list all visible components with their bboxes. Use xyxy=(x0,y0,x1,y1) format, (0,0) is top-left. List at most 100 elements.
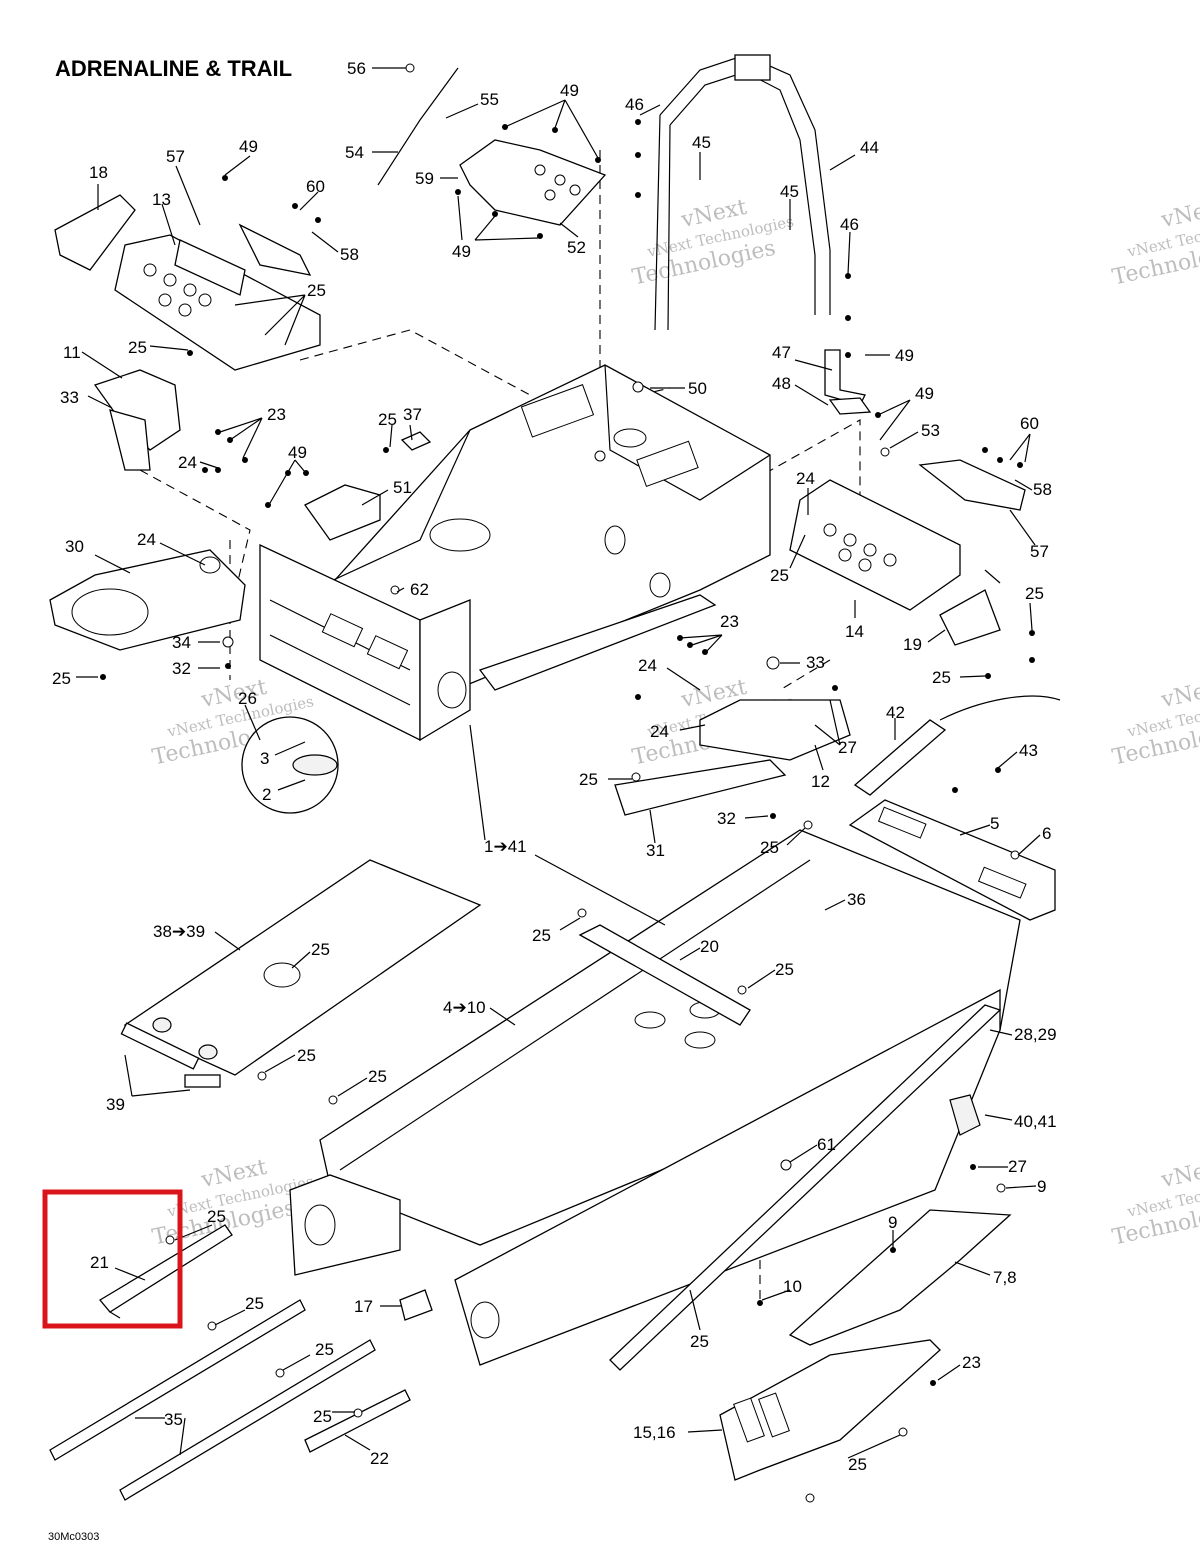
callout-23: 23 xyxy=(720,612,739,631)
callout-30: 30 xyxy=(65,537,84,556)
callout-25: 25 xyxy=(579,770,598,789)
callout-33: 33 xyxy=(60,388,79,407)
callout-44: 44 xyxy=(860,138,879,157)
callout-49: 49 xyxy=(560,81,579,100)
callout-45: 45 xyxy=(692,133,711,152)
diagram-title: ADRENALINE & TRAIL xyxy=(55,56,292,81)
fasteners xyxy=(100,63,1035,1503)
callout-47: 47 xyxy=(772,343,791,362)
leader-lines xyxy=(76,67,1041,1459)
callout-38-39: 38➔39 xyxy=(153,922,205,941)
callout-42: 42 xyxy=(886,703,905,722)
callout-48: 48 xyxy=(772,374,791,393)
callout-45: 45 xyxy=(780,182,799,201)
watermark-line1: vNext xyxy=(1158,1155,1200,1193)
callout-24: 24 xyxy=(638,656,657,675)
callout-5: 5 xyxy=(990,814,999,833)
callout-58: 58 xyxy=(1033,480,1052,499)
callout-50: 50 xyxy=(688,379,707,398)
callout-3: 3 xyxy=(260,749,269,768)
callout-labels: 56 55 54 59 49 49 52 46 45 44 45 46 18 5… xyxy=(52,59,1057,1474)
callout-9: 9 xyxy=(888,1213,897,1232)
callout-53: 53 xyxy=(921,421,940,440)
callout-4-10: 4➔10 xyxy=(443,998,486,1017)
callout-36: 36 xyxy=(847,890,866,909)
callout-46: 46 xyxy=(840,215,859,234)
callout-25: 25 xyxy=(311,940,330,959)
callout-56: 56 xyxy=(347,59,366,78)
callout-25: 25 xyxy=(760,838,779,857)
callout-49: 49 xyxy=(452,242,471,261)
callout-26: 26 xyxy=(238,689,257,708)
diagram-code: 30Mc0303 xyxy=(48,1531,99,1543)
callout-49: 49 xyxy=(239,137,258,156)
callout-9: 9 xyxy=(1037,1177,1046,1196)
callout-24: 24 xyxy=(796,469,815,488)
callout-34: 34 xyxy=(172,633,191,652)
callout-14: 14 xyxy=(845,622,864,641)
callout-39: 39 xyxy=(106,1095,125,1114)
callout-23: 23 xyxy=(962,1353,981,1372)
callout-25: 25 xyxy=(932,668,951,687)
frame-assembly xyxy=(259,364,771,742)
callout-19: 19 xyxy=(903,635,922,654)
callout-61: 61 xyxy=(817,1135,836,1154)
callout-59: 59 xyxy=(415,169,434,188)
tunnel-and-rail xyxy=(289,829,1021,1371)
callout-49: 49 xyxy=(915,384,934,403)
callout-10: 10 xyxy=(783,1277,802,1296)
callout-22: 22 xyxy=(370,1449,389,1468)
callout-13: 13 xyxy=(152,190,171,209)
callout-25: 25 xyxy=(128,338,147,357)
callout-21: 21 xyxy=(90,1253,109,1272)
callout-25: 25 xyxy=(378,410,397,429)
callout-25: 25 xyxy=(307,281,326,300)
callout-60: 60 xyxy=(1020,414,1039,433)
callout-24: 24 xyxy=(650,722,669,741)
rear-loop xyxy=(654,54,831,331)
callout-17: 17 xyxy=(354,1297,373,1316)
watermark-line1: vNext xyxy=(1158,195,1200,233)
callout-25: 25 xyxy=(315,1340,334,1359)
callout-35: 35 xyxy=(164,1410,183,1429)
callout-1-41: 1➔41 xyxy=(484,837,527,856)
callout-27: 27 xyxy=(838,738,857,757)
callout-25: 25 xyxy=(313,1407,332,1426)
callout-25: 25 xyxy=(245,1294,264,1313)
callout-25: 25 xyxy=(52,669,71,688)
callout-24: 24 xyxy=(137,530,156,549)
callout-11: 11 xyxy=(63,343,81,362)
callout-46: 46 xyxy=(625,95,644,114)
front-bracket-parts xyxy=(49,67,607,814)
callout-7-8: 7,8 xyxy=(993,1268,1017,1287)
callout-37: 37 xyxy=(403,405,422,424)
callout-58: 58 xyxy=(340,245,359,264)
callout-15-16: 15,16 xyxy=(633,1423,676,1442)
callout-33: 33 xyxy=(806,653,825,672)
callout-57: 57 xyxy=(1030,542,1049,561)
callout-62: 62 xyxy=(410,580,429,599)
callout-51: 51 xyxy=(393,478,412,497)
callout-12: 12 xyxy=(811,772,830,791)
callout-25: 25 xyxy=(1025,584,1044,603)
callout-6: 6 xyxy=(1042,824,1051,843)
callout-2: 2 xyxy=(262,785,271,804)
callout-49: 49 xyxy=(895,346,914,365)
callout-25: 25 xyxy=(297,1046,316,1065)
highlight-box xyxy=(42,1189,183,1329)
callout-32: 32 xyxy=(172,659,191,678)
watermark-line1: vNext xyxy=(1158,675,1200,713)
callout-24: 24 xyxy=(178,453,197,472)
callout-20: 20 xyxy=(700,937,719,956)
callout-25: 25 xyxy=(770,566,789,585)
callout-52: 52 xyxy=(567,238,586,257)
callout-25: 25 xyxy=(690,1332,709,1351)
callout-54: 54 xyxy=(345,143,364,162)
callout-43: 43 xyxy=(1019,741,1038,760)
callout-25: 25 xyxy=(207,1207,226,1226)
callout-60: 60 xyxy=(306,177,325,196)
callout-55: 55 xyxy=(480,90,499,109)
callout-28-29: 28,29 xyxy=(1014,1025,1057,1044)
